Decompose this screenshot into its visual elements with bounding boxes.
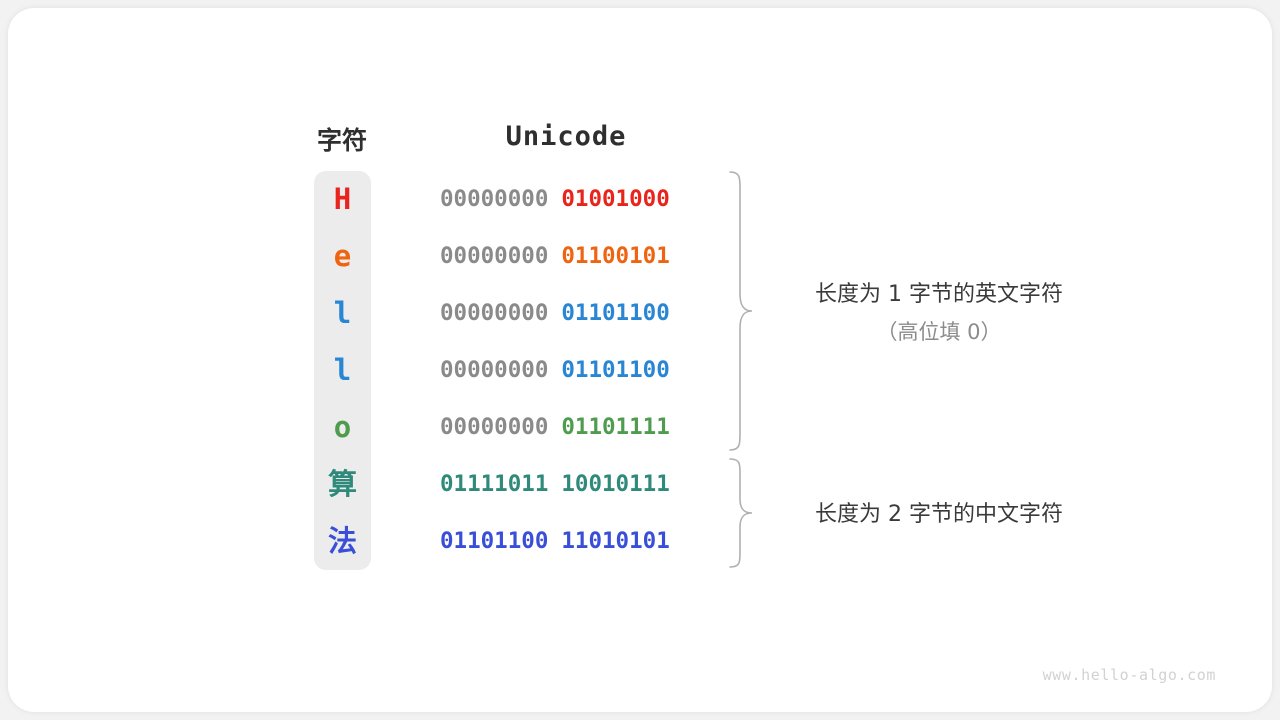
brace-single-byte-icon [729, 171, 753, 451]
binary-high-byte-5: 01111011 [440, 471, 549, 497]
binary-row-4: 00000000 01101111 [440, 399, 692, 456]
binary-row-2: 00000000 01101100 [440, 285, 692, 342]
binary-low-byte-1: 01100101 [561, 243, 670, 269]
figure-card: 字符 Unicode H e l l o 算 法 00000000 0100100… [8, 8, 1272, 712]
binary-row-0: 00000000 01001000 [440, 171, 692, 228]
binary-low-byte-3: 01101100 [561, 357, 670, 383]
column-header-unicode: Unicode [505, 121, 627, 152]
annotation-double-byte-main: 长度为 2 字节的中文字符 [815, 502, 1063, 527]
annotation-single-byte-sub: （高位填 0） [876, 320, 1002, 344]
character-cell-1: e [333, 239, 352, 273]
character-cell-6: 法 [327, 524, 357, 558]
character-cell-0: H [333, 182, 352, 216]
binary-low-byte-5: 10010111 [561, 471, 670, 497]
annotation-single-byte: 长度为 1 字节的英文字符 （高位填 0） [764, 276, 1114, 346]
binary-low-byte-2: 01101100 [561, 300, 670, 326]
binary-low-byte-0: 01001000 [561, 186, 670, 212]
binary-low-byte-4: 01101111 [561, 414, 670, 440]
character-cell-5: 算 [327, 467, 357, 501]
binary-high-byte-6: 01101100 [440, 528, 549, 554]
binary-low-byte-6: 11010101 [561, 528, 670, 554]
binary-high-byte-4: 00000000 [440, 414, 549, 440]
character-cell-3: l [333, 353, 352, 387]
binary-high-byte-1: 00000000 [440, 243, 549, 269]
character-cell-2: l [333, 296, 352, 330]
watermark: www.hello-algo.com [1042, 666, 1216, 684]
character-cell-4: o [333, 410, 352, 444]
binary-row-1: 00000000 01100101 [440, 228, 692, 285]
binary-row-3: 00000000 01101100 [440, 342, 692, 399]
brace-double-byte-icon [729, 458, 753, 568]
binary-high-byte-3: 00000000 [440, 357, 549, 383]
character-column [314, 171, 371, 570]
column-header-character: 字符 [316, 126, 367, 155]
binary-high-byte-2: 00000000 [440, 300, 549, 326]
binary-row-5: 01111011 10010111 [440, 456, 692, 513]
annotation-double-byte: 长度为 2 字节的中文字符 [764, 496, 1114, 528]
binary-high-byte-0: 00000000 [440, 186, 549, 212]
annotation-single-byte-main: 长度为 1 字节的英文字符 [815, 282, 1063, 307]
binary-row-6: 01101100 11010101 [440, 513, 692, 570]
